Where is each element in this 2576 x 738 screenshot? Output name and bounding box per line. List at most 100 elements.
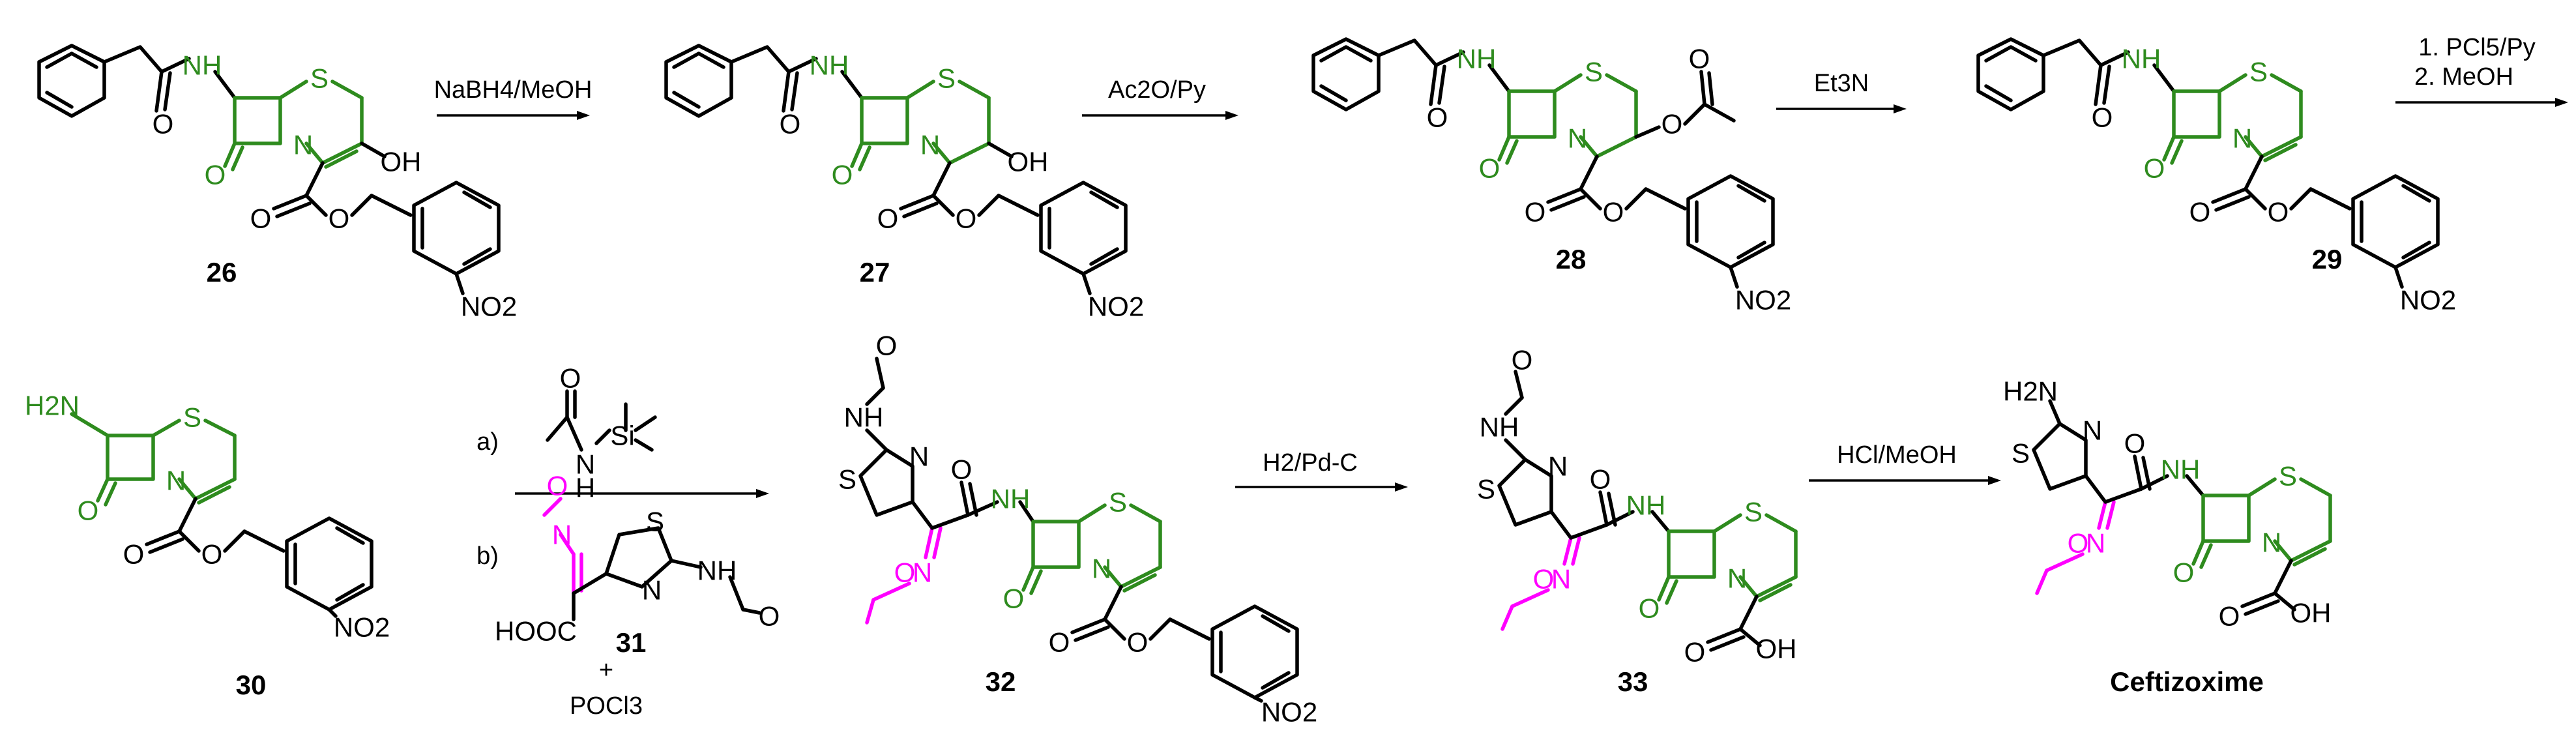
atom-o: O	[205, 160, 226, 190]
atom-nh: NH	[991, 484, 1031, 514]
atom-nh: NH	[2161, 454, 2201, 485]
atom-nh: NH	[1480, 412, 1519, 443]
atom-s: S	[1744, 497, 1763, 527]
atom-n: N	[166, 465, 186, 496]
atom-oh: OH	[1756, 634, 1797, 664]
atom-o: O	[2189, 197, 2211, 228]
compound-26: NH O S N O OH O O NO2 26	[37, 44, 517, 322]
atom-o: O	[1689, 44, 1710, 74]
reaction-arrow-2: Ac2O/Py	[1082, 76, 1238, 120]
atom-s: S	[838, 464, 856, 495]
atom-n: N	[920, 130, 940, 160]
atom-n: N	[909, 441, 929, 472]
reagent-ac2o: Ac2O/Py	[1108, 76, 1206, 104]
atom-s: S	[310, 63, 329, 94]
atom-n: N	[1727, 563, 1747, 594]
atom-o: O	[2144, 153, 2165, 184]
compound-27: NH O S N O OH O O NO2 27	[664, 44, 1144, 322]
atom-n: N	[2086, 528, 2105, 559]
compound-label-33: 33	[1618, 666, 1648, 697]
atom-o: O	[1684, 637, 1706, 668]
atom-nh: NH	[810, 50, 849, 81]
atom-n: N	[1548, 451, 1568, 482]
atom-o: O	[1127, 627, 1149, 658]
compound-32: O NH S N O NH N O S N O O O NO2 32	[838, 331, 1317, 728]
compound-28: NH O S N O O O O O NO2 28	[1311, 37, 1791, 316]
reagent-meoh: 2. MeOH	[2414, 63, 2513, 91]
atom-n: N	[1551, 564, 1571, 595]
plus-sign: +	[599, 657, 613, 684]
atom-no2: NO2	[2400, 285, 2456, 316]
atom-o: O	[1525, 197, 1546, 228]
atom-no2: NO2	[461, 291, 517, 322]
atom-s: S	[1477, 474, 1495, 505]
atom-nh: NH	[844, 402, 884, 433]
atom-no2: NO2	[1261, 697, 1317, 728]
atom-o: O	[956, 203, 977, 234]
atom-o: O	[2124, 428, 2146, 459]
compound-29: NH O S N O O O NO2 29	[1976, 37, 2456, 316]
compound-label-27: 27	[860, 257, 890, 288]
atom-o: O	[1512, 345, 1533, 376]
reaction-arrow-1: NaBH4/MeOH	[434, 76, 593, 120]
atom-h2n: H2N	[2003, 376, 2058, 407]
atom-o: O	[560, 363, 581, 394]
compound-label-30: 30	[236, 670, 267, 700]
atom-o: O	[250, 203, 272, 234]
step-a-label: a)	[476, 428, 499, 456]
atom-s: S	[646, 507, 664, 537]
atom-o: O	[2219, 601, 2240, 632]
compound-ceftizoxime: H2N S N O NH N O S N O O OH Ceftizoxime	[2003, 376, 2332, 697]
atom-o: O	[2068, 528, 2089, 559]
atom-o: O	[759, 601, 780, 632]
atom-s: S	[937, 63, 956, 94]
atom-s: S	[2249, 57, 2268, 87]
atom-n: N	[2083, 415, 2102, 446]
reaction-arrow-7: HCl/MeOH	[1809, 441, 2001, 485]
atom-o: O	[2092, 102, 2113, 133]
atom-nh: NH	[1457, 44, 1497, 74]
atom-o: O	[547, 471, 568, 501]
atom-h: H	[576, 473, 595, 503]
atom-nh: NH	[1626, 490, 1666, 521]
atom-o: O	[951, 454, 973, 485]
compound-33: O NH S N O NH N O S N O O OH 33	[1477, 345, 1798, 697]
compound-label-28: 28	[1556, 244, 1587, 274]
atom-o: O	[1003, 583, 1025, 614]
reagent-et3n: Et3N	[1814, 70, 1869, 97]
atom-n: N	[913, 557, 932, 588]
atom-oh: OH	[381, 147, 422, 177]
compound-label-32: 32	[986, 666, 1016, 697]
atom-s: S	[2012, 438, 2030, 469]
atom-si: Si	[610, 421, 634, 451]
atom-o: O	[2268, 197, 2289, 228]
reagent-pocl3: POCl3	[570, 692, 643, 720]
atom-h2n: H2N	[25, 391, 80, 421]
atom-no2: NO2	[334, 612, 390, 643]
reagent-nabh4: NaBH4/MeOH	[434, 76, 593, 104]
atom-nh: NH	[697, 555, 737, 586]
compound-label-31: 31	[616, 627, 647, 658]
reagent-hcl-meoh: HCl/MeOH	[1837, 441, 1957, 469]
atom-nh: NH	[183, 50, 222, 81]
atom-n: N	[642, 575, 662, 606]
reagent-h2-pd-c: H2/Pd-C	[1263, 449, 1358, 477]
atom-n: N	[576, 449, 595, 480]
atom-o: O	[2173, 557, 2195, 588]
compound-label-ceftizoxime: Ceftizoxime	[2110, 666, 2264, 697]
atom-n: N	[1568, 123, 1587, 154]
atom-o: O	[1427, 102, 1448, 133]
atom-s: S	[1109, 487, 1127, 518]
compound-label-29: 29	[2312, 244, 2343, 274]
reagent-pcl5: 1. PCl5/Py	[2418, 34, 2536, 61]
atom-o: O	[876, 331, 898, 361]
step-b-label: b)	[476, 542, 499, 570]
atom-n: N	[552, 520, 572, 550]
reaction-arrow-6: H2/Pd-C	[1235, 449, 1408, 492]
atom-o: O	[877, 203, 899, 234]
atom-hooc: HOOC	[495, 616, 577, 647]
atom-o: O	[1533, 564, 1555, 595]
atom-o: O	[78, 495, 99, 526]
atom-o: O	[894, 557, 916, 588]
